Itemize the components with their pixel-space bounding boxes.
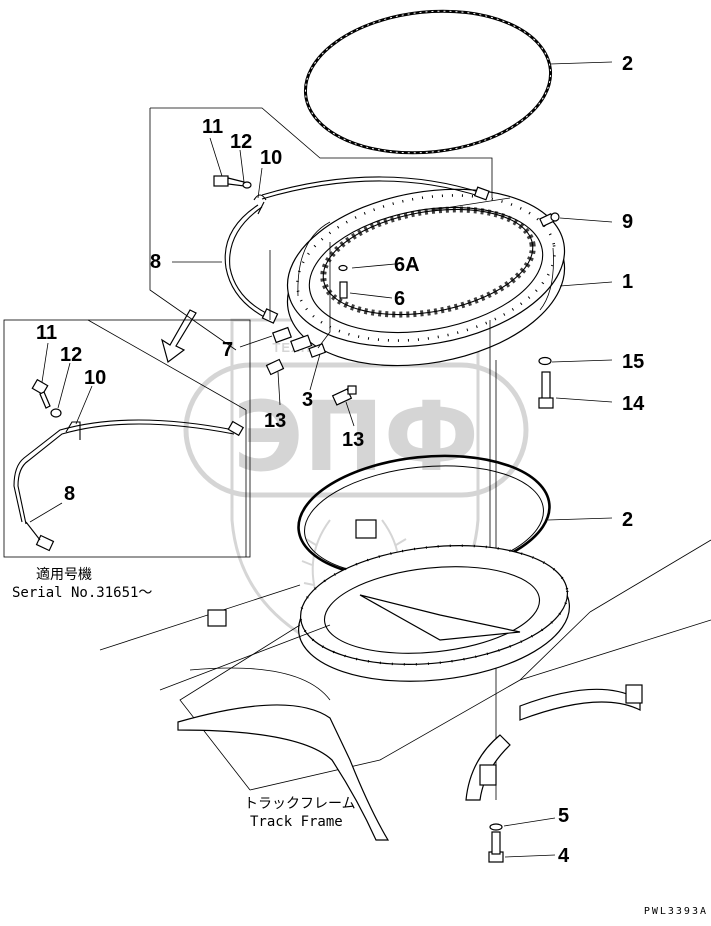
callout-4: 4 [558,845,570,867]
bolt-4 [488,831,504,863]
callout-13-a: 13 [264,410,286,432]
direction-arrow [161,309,197,364]
washer-5 [489,823,503,831]
track-frame [99,519,711,841]
track-frame-label-jp: トラックフレーム [244,796,356,812]
callout-2-bottom: 2 [622,509,633,531]
callout-11-main: 11 [202,116,223,138]
swing-circle-bearing [286,188,566,367]
grease-fitting-9 [539,212,560,227]
callout-14: 14 [622,393,645,415]
seal-ring-top [303,9,553,155]
callout-13-b: 13 [342,429,364,451]
bolt-11-main [213,175,245,187]
callout-2-top: 2 [622,53,633,75]
callout-labels: 2 11 12 10 9 8 6A 1 6 7 15 3 14 13 13 2 … [36,53,645,867]
callout-5: 5 [558,805,569,827]
leader-lines [29,61,613,858]
drawing-code: PWL3393A [644,906,708,917]
watermark-logo: ЭПФ [233,381,479,493]
inset-serial-note: 適用号機 Serial No.31651～ [12,566,152,601]
callout-1: 1 [622,271,633,293]
callout-9: 9 [622,211,633,233]
callout-8-main: 8 [150,251,161,273]
bolt-14 [538,371,554,409]
callout-8-inset: 8 [64,483,75,505]
hose-assembly-main [213,175,490,324]
track-frame-label-en: Track Frame [250,814,343,830]
washer-12-main [242,181,252,189]
callout-6: 6 [394,288,405,310]
callout-12-main: 12 [230,131,252,153]
callout-3: 3 [302,389,313,411]
inset-note-line1: 適用号機 [36,566,92,583]
callout-10-inset: 10 [84,367,106,389]
inset-panel [3,319,251,558]
callout-10-main: 10 [260,147,282,169]
track-frame-label: トラックフレーム Track Frame [244,796,356,830]
dowel-pin-6 [338,264,348,299]
reference-lines [149,107,511,800]
fittings-7-3-13 [265,326,357,406]
callout-12-inset: 12 [60,344,82,366]
inset-note-line2: Serial No.31651～ [12,585,152,601]
callout-11-inset: 11 [36,322,57,344]
callout-7: 7 [222,339,233,361]
callout-6a: 6A [394,254,420,276]
washer-15 [538,356,552,366]
callout-15: 15 [622,351,644,373]
